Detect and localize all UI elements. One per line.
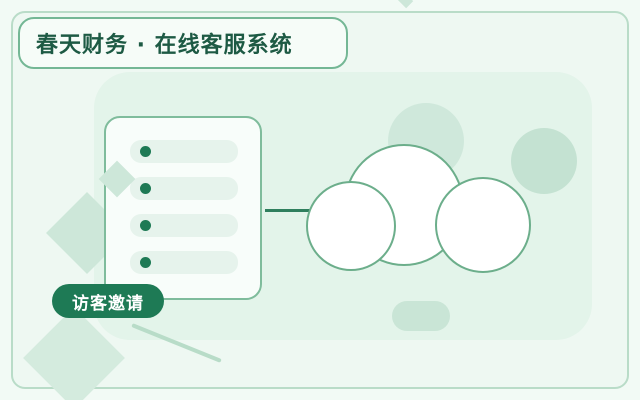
list-icon	[104, 116, 262, 300]
page-title-text: 春天财务 · 在线客服系统	[36, 33, 293, 58]
decorative-circle	[511, 128, 577, 194]
bullet-dot-icon	[140, 257, 151, 268]
decorative-pill	[392, 301, 450, 331]
bullet-dot-icon	[140, 220, 151, 231]
connector-line	[265, 209, 331, 212]
cloud-circle	[306, 181, 396, 271]
cloud-circle	[435, 177, 531, 273]
page-title: 春天财务 · 在线客服系统	[18, 17, 348, 69]
bullet-dot-icon	[140, 146, 151, 157]
list-item	[130, 251, 238, 274]
list-item	[130, 214, 238, 237]
decorative-diamond	[394, 0, 414, 9]
bullet-dot-icon	[140, 183, 151, 194]
visitor-invite-label: 访客邀请	[72, 293, 144, 314]
visitor-invite-button[interactable]: 访客邀请	[52, 284, 164, 318]
list-item	[130, 140, 238, 163]
list-item	[130, 177, 238, 200]
